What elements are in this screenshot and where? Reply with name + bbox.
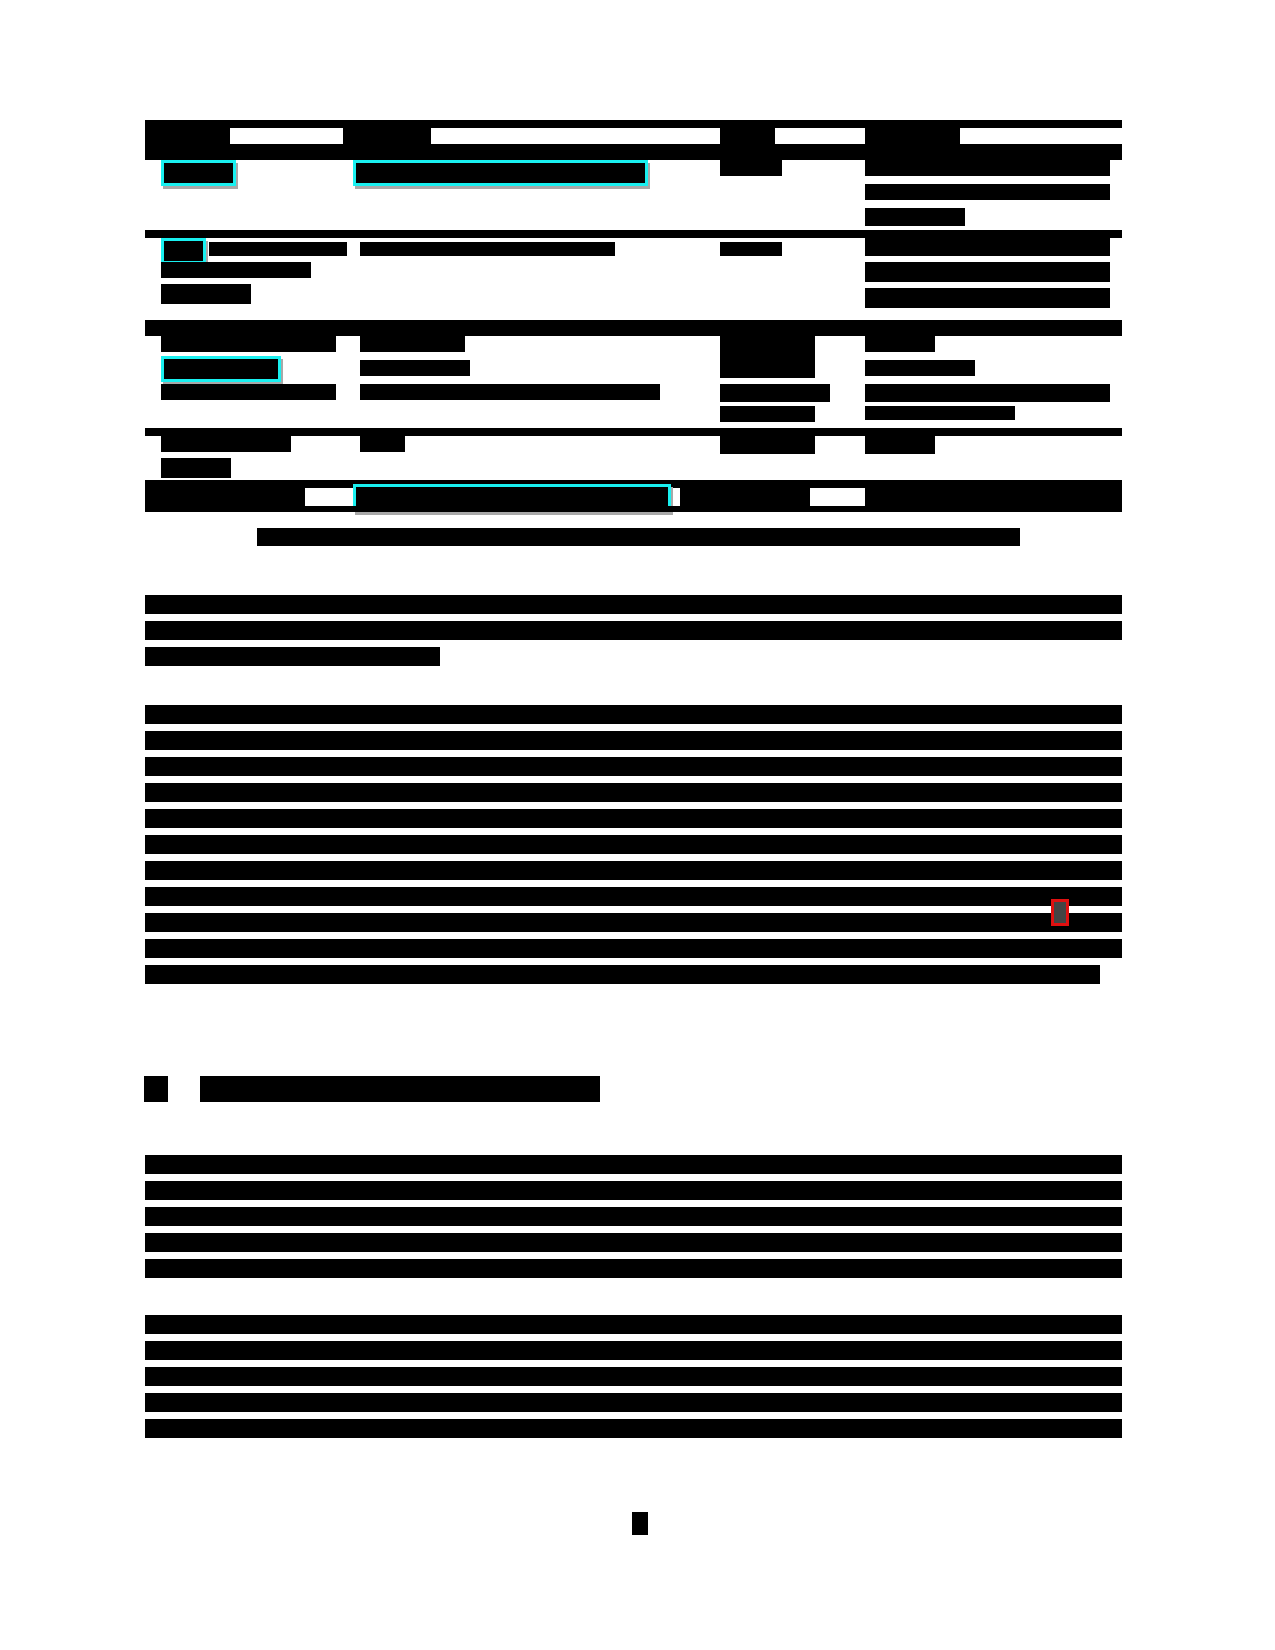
text-line <box>145 1155 1122 1174</box>
text-line <box>145 705 1122 724</box>
section-title: ■■■■■■ ■■■■■■■■ ■■■■■■ <box>200 1076 600 1102</box>
text-line <box>145 939 1122 958</box>
text-line <box>145 965 1100 984</box>
table-header-cell: ■■■ <box>720 128 775 144</box>
table-cell: ■■■■ <box>720 242 782 256</box>
table-cell-line <box>360 384 660 400</box>
text-line <box>145 1419 1122 1438</box>
table-cell: ■■■■■■ ■■■■■■■ <box>720 336 815 378</box>
section-number: ■ <box>144 1076 168 1102</box>
paragraph-text: ■■■■■■■■■■■■■■■■■■■■■■■■■■■■■■■■■■■■■■■■… <box>0 705 1 706</box>
table-link-citation[interactable] <box>161 238 206 264</box>
table-cell: ■■■■ ■■■■■■■■ ■■■■ ■■■■ <box>360 242 615 256</box>
table-header-cell: ■■■■■■ <box>865 128 960 144</box>
body-paragraph: ■■■■ ■■■■■■■■■■■■■■■■■■■■■■■■■■■■■■■■■■■… <box>0 1155 1275 1290</box>
page-number: ■ <box>632 1512 648 1535</box>
table-cell-line <box>161 284 251 304</box>
table-link-citation[interactable]: ■■■■■■■■■■ ■■■■■■■■ <box>161 356 281 382</box>
table-header-rule <box>145 144 1122 160</box>
table-bottom-rule <box>145 506 1122 512</box>
table-row: ■■■■■■■ ■■■■ ■■■■ ■■■■■■ ■■■■ <box>145 436 1122 480</box>
body-paragraph: ■■■■■■■■ ■■■■■■■■■■ ■■■■■■■■■■■ ■■ ■■■■■… <box>0 595 1275 675</box>
text-line <box>145 757 1122 776</box>
paragraph-text: ■■■■ ■■■■■■■■■■■■■■■■■■■■■■■■■■■■■■■■■■■… <box>0 1155 1 1156</box>
table-cell: ■■■■ <box>865 436 935 454</box>
section-heading: ■ ■■■■■■ ■■■■■■■■ ■■■■■■ <box>144 1072 604 1104</box>
results-table: ■■■■■ ■■■■■ ■■■ ■■■■■■ ■■■■■■ ■■■■■■■■■■… <box>145 120 1122 512</box>
table-cell-line <box>161 262 311 278</box>
table-top-rule <box>145 120 1122 128</box>
text-line <box>145 1315 1122 1334</box>
table-cell: ■■■■■■■■■■ <box>145 488 305 508</box>
table-cell-line <box>865 262 1110 282</box>
table-cell-line <box>720 406 815 422</box>
table-cell: ■■■■■■ ■■■■■■■ ■■■■■■■■■■■■■■■■ <box>360 336 465 352</box>
table-row-rule <box>145 230 1122 238</box>
text-line <box>145 913 1122 932</box>
table-row-rule <box>145 428 1122 436</box>
table-cell: ■■■■■ <box>720 160 782 176</box>
text-line <box>145 809 1122 828</box>
text-line <box>145 887 1122 906</box>
table-cell: ■■■■■ <box>865 488 1122 508</box>
table-cell-line <box>865 288 1110 308</box>
table-link-citation[interactable]: ■■■■■■ <box>161 160 236 186</box>
paragraph-text: ■■■■■■■■ ■■■■■■■■■■ ■■■■■■■■■■■ ■■ ■■■■■… <box>0 595 1 596</box>
paragraph-text: ■■■■ ■■■■■■■■■■■■■■■■■■■■■■■■■■■■■■■■■■■… <box>0 1315 1 1316</box>
table-header-cell: ■■■■■ <box>145 128 230 144</box>
table-cell-line <box>865 406 1015 420</box>
body-paragraph: ■■■■■■■■■■■■■■■■■■■■■■■■■■■■■■■■■■■■■■■■… <box>0 705 1275 1010</box>
table-cell: ■■■■■■ ■■■■■■■■ ■■■■■■■■■ <box>865 336 935 352</box>
text-line <box>145 1367 1122 1386</box>
table-cell: ■■■■ ■■■■■■■■ ■■■■■■■■ <box>209 242 347 256</box>
table-link-url[interactable]: ■■■■■■■■■■■■■■■■■■■■■■■■■■ <box>353 160 648 186</box>
text-line <box>145 1393 1122 1412</box>
table-cell-line <box>865 184 1110 200</box>
table-row: ■■■■ ■■■■■■■■ ■■■■■■■■ ■■■■ ■■■■■■■■ ■■■… <box>145 238 1122 318</box>
table-cell: ■■■■■■ <box>720 436 815 454</box>
body-paragraph: ■■■■ ■■■■■■■■■■■■■■■■■■■■■■■■■■■■■■■■■■■… <box>0 1315 1275 1455</box>
text-line <box>145 1341 1122 1360</box>
table-caption: ■■■■■ ■: ■■■■■■■■■■■■■■■■■■■■■■■■■■■■■■■… <box>257 528 1020 546</box>
table-cell: ■■■■ <box>360 436 405 452</box>
table-cell-line <box>161 384 336 400</box>
table-cell: ■■ ■■■■■■ ■■■ ■■■■■■■■ ■■■■ <box>865 238 1110 256</box>
table-header-row: ■■■■■ ■■■■■ ■■■ ■■■■■■ <box>145 128 1122 152</box>
text-line <box>145 1181 1122 1200</box>
table-cell-line <box>865 384 1110 402</box>
table-cell-line <box>161 458 231 478</box>
text-line <box>145 595 1122 614</box>
table-cell: ■■■■■■■ ■■■■ <box>161 436 291 452</box>
table-cell-line <box>360 360 470 376</box>
table-header-cell: ■■■■■ <box>343 128 431 144</box>
table-cell: ■■■■■ ■■■■ ■■■ ■■■■ ■■■■■■■■ <box>865 160 1110 176</box>
text-line <box>145 783 1122 802</box>
text-line <box>145 1207 1122 1226</box>
text-line <box>145 1233 1122 1252</box>
text-line <box>145 647 440 666</box>
table-row: ■■■■■■ ■■■■■■■■■■■■■■■■■■■■■■■■■■ ■■■■■ … <box>145 160 1122 230</box>
table-cell-line <box>865 360 975 376</box>
table-cell-line <box>865 208 965 226</box>
table-cell: ■■■■■ <box>680 488 810 508</box>
text-line <box>145 835 1122 854</box>
text-line <box>145 861 1122 880</box>
table-cell-line <box>161 336 336 352</box>
table-cell-line <box>720 384 830 402</box>
text-line <box>145 621 1122 640</box>
table-row-rule <box>145 320 1122 336</box>
footnote-marker[interactable]: ■ <box>1051 899 1069 926</box>
table-row: ■■■■■■■■■■ ■■■■■■■■ ■■■■■■ ■■■■■■■ ■■■■■… <box>145 336 1122 424</box>
text-line <box>145 1259 1122 1278</box>
text-line <box>145 731 1122 750</box>
